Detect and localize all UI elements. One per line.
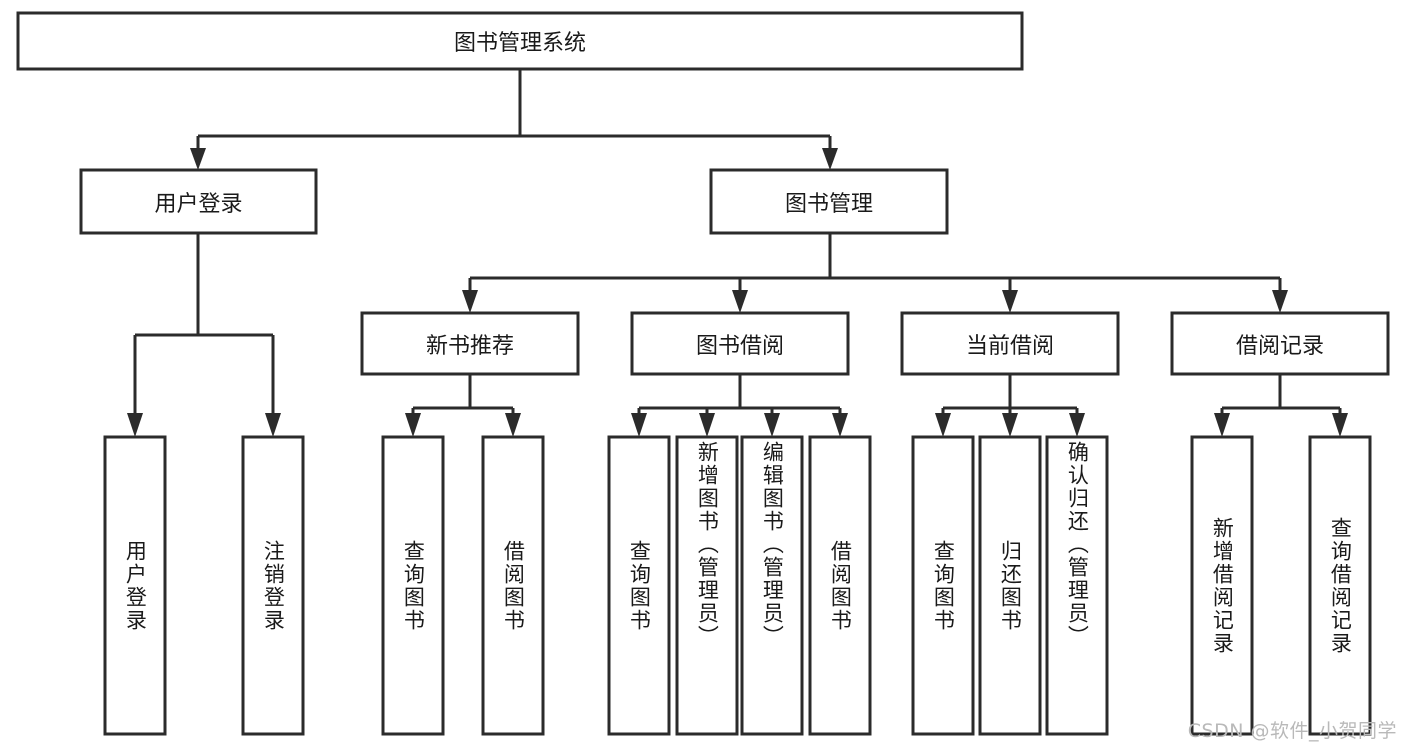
csdn-watermark: CSDN @软件_小贺同学 (1187, 720, 1397, 742)
node-box-leaf-record-0[interactable] (1190, 435, 1254, 736)
node-box-leaf-current-1[interactable] (978, 435, 1042, 736)
arrow-record-leaf-1 (1214, 413, 1230, 437)
node-box-borrow[interactable] (630, 311, 850, 376)
arrow-current-leaf-2 (1002, 413, 1018, 437)
arrow-book-mgmt-to-current (1002, 290, 1018, 313)
node-box-leaf-borrow-1[interactable] (675, 435, 739, 736)
edge-group-new-book (405, 374, 521, 437)
node-box-leaf-record-1[interactable] (1308, 435, 1372, 736)
edge-group-root (190, 69, 838, 170)
node-box-leaf-new-book-1[interactable] (481, 435, 545, 736)
arrow-new-book-leaf-1 (405, 413, 421, 437)
node-box-new-book[interactable] (360, 311, 580, 376)
node-box-leaf-user-login-1[interactable] (241, 435, 305, 736)
arrow-borrow-leaf-1 (631, 413, 647, 437)
node-box-leaf-new-book-0[interactable] (381, 435, 445, 736)
node-box-leaf-borrow-2[interactable] (740, 435, 804, 736)
node-box-leaf-user-login-0[interactable] (103, 435, 167, 736)
node-box-user-login[interactable] (79, 168, 318, 235)
arrow-book-mgmt-to-new-book (462, 290, 478, 313)
arrow-borrow-leaf-2 (699, 413, 715, 437)
node-box-book-mgmt[interactable] (709, 168, 949, 235)
arrow-root-to-user-login (190, 148, 206, 170)
arrow-user-login-leaf-1 (127, 413, 143, 437)
arrow-current-leaf-1 (935, 413, 951, 437)
arrow-borrow-leaf-4 (832, 413, 848, 437)
arrow-current-leaf-3 (1069, 413, 1085, 437)
node-box-leaf-borrow-3[interactable] (808, 435, 872, 736)
arrow-book-mgmt-to-borrow (732, 290, 748, 313)
node-box-leaf-borrow-0[interactable] (607, 435, 671, 736)
edge-group-record (1214, 374, 1348, 437)
arrow-book-mgmt-to-record (1272, 290, 1288, 313)
node-box-leaf-current-0[interactable] (911, 435, 975, 736)
arrow-user-login-leaf-2 (265, 413, 281, 437)
node-box-record[interactable] (1170, 311, 1390, 376)
edge-group-user-login (127, 233, 281, 437)
arrow-record-leaf-2 (1332, 413, 1348, 437)
edge-group-book-mgmt (462, 233, 1288, 313)
arrow-new-book-leaf-2 (505, 413, 521, 437)
arrow-borrow-leaf-3 (764, 413, 780, 437)
arrow-root-to-book-mgmt (822, 148, 838, 170)
node-box-current[interactable] (900, 311, 1120, 376)
edge-group-borrow (631, 374, 848, 437)
node-box-root[interactable] (16, 11, 1024, 71)
edge-group-current (935, 374, 1085, 437)
node-box-leaf-current-2[interactable] (1045, 435, 1109, 736)
